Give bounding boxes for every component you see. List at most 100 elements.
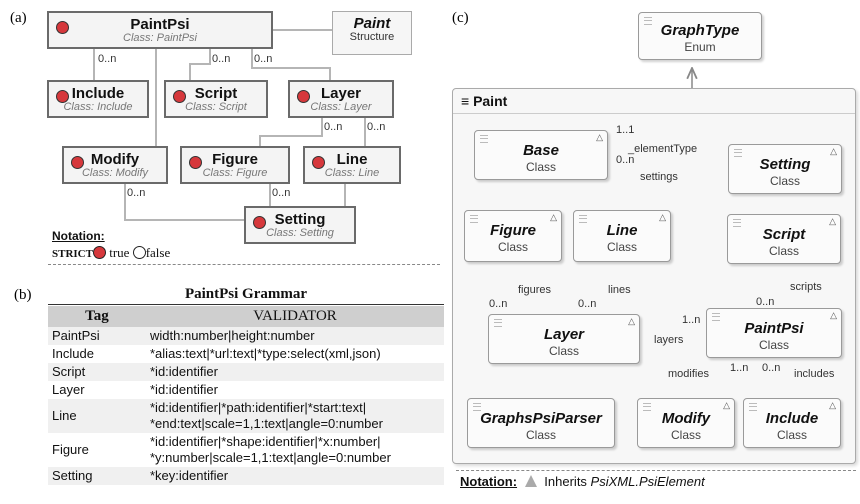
- node-title: GraphsPsiParser: [480, 410, 602, 427]
- col-header-tag: Tag: [48, 306, 146, 327]
- notation-title: Notation:: [52, 229, 105, 243]
- validator-cell: *id:identifier: [150, 382, 218, 397]
- table-row: Script*id:identifier: [48, 363, 444, 381]
- mult-label: 0..n: [578, 298, 597, 310]
- inherits-icon: △: [596, 132, 603, 142]
- node-title: Include: [765, 410, 819, 427]
- node-title: Layer: [543, 326, 585, 343]
- tag-cell: Script: [48, 363, 146, 381]
- node-title: GraphType: [660, 22, 740, 39]
- validator-cell: width:number|height:number: [146, 327, 444, 345]
- edge-label-modifies: modifies: [668, 368, 709, 380]
- strict-dot-icon: [71, 156, 84, 169]
- node-c-modify: △ Modify Class: [637, 398, 735, 448]
- edge-label-layers: layers: [654, 334, 684, 346]
- mult-label: 0..n: [127, 187, 146, 199]
- inherits-icon: △: [550, 212, 557, 222]
- tag-cell: Line: [48, 399, 146, 433]
- mult-label: 0..n: [616, 154, 635, 166]
- inherits-triangle-icon: [524, 475, 537, 487]
- table-row: Figure*id:identifier|*shape:identifier|*…: [48, 433, 444, 467]
- validator-cell: *alias:text|*url:text|*type:select(xml,j…: [150, 346, 381, 361]
- node-subtitle: Class: Figure: [202, 167, 268, 179]
- node-title: Setting: [759, 156, 811, 173]
- edge-label-elementtype: _elementType: [628, 143, 698, 155]
- inherits-icon: △: [723, 400, 730, 410]
- node-subtitle: Class: [525, 428, 556, 442]
- edge-label-figures: figures: [518, 284, 552, 296]
- diagram-a-connectors: [93, 29, 366, 221]
- grammar-rule: [48, 304, 444, 305]
- table-row: Layer *id:identifier: [48, 381, 444, 399]
- node-c-graphtype: GraphType Enum: [638, 12, 762, 60]
- edge-label-includes: includes: [794, 368, 835, 380]
- node-a-paintpsi: PaintPsi Class: PaintPsi: [47, 11, 273, 49]
- node-subtitle: Enum: [684, 40, 716, 54]
- node-subtitle: Class: [497, 240, 528, 254]
- table-row: Setting*key:identifier: [48, 467, 444, 485]
- strict-dot-icon: [56, 21, 69, 34]
- mult-label: 1..n: [730, 362, 749, 374]
- container-title: ≡ Paint: [461, 93, 508, 109]
- node-subtitle: Class: Include: [63, 101, 133, 113]
- notation-a: Notation: STRICT true false: [52, 229, 170, 261]
- strict-label: STRICT: [52, 248, 93, 260]
- empty-circle-icon: [132, 246, 146, 259]
- node-a-modify: Modify Class: Modify: [62, 146, 168, 184]
- node-subtitle: Class: [769, 174, 800, 188]
- mult-label: 1..n: [682, 314, 701, 326]
- menu-icon: [733, 219, 741, 227]
- table-row: Line*id:identifier|*path:identifier|*sta…: [48, 399, 444, 433]
- mult-label: 1..1: [616, 124, 635, 136]
- node-subtitle: Class: Setting: [266, 227, 334, 239]
- node-subtitle: Class: Layer: [310, 101, 372, 113]
- node-a-script: Script Class: Script: [164, 80, 268, 118]
- node-subtitle: Class: [548, 344, 579, 358]
- node-a-layer: Layer Class: Layer: [288, 80, 394, 118]
- grammar-title: PaintPsi Grammar: [184, 286, 308, 302]
- node-subtitle: Class: PaintPsi: [123, 32, 197, 44]
- node-title: Line: [606, 222, 638, 239]
- node-title: Paint: [353, 15, 391, 32]
- validator-cell: *key:identifier: [146, 467, 444, 485]
- edge-label-lines: lines: [608, 284, 631, 296]
- node-title: Setting: [274, 211, 326, 228]
- divider: [456, 470, 856, 471]
- inherits-icon: △: [659, 212, 666, 222]
- menu-icon: [712, 313, 720, 321]
- validator-cell: *id:identifier: [146, 363, 444, 381]
- col-header-validator: VALIDATOR: [146, 306, 444, 327]
- edge-label-scripts: scripts: [790, 281, 822, 293]
- validator-cell: *id:identifier|*path:identifier|*start:t…: [146, 399, 444, 433]
- strict-dot-icon: [173, 90, 186, 103]
- node-title: Modify: [90, 151, 140, 168]
- mult-label: 0..n: [272, 187, 291, 199]
- mult-label: 0..n: [212, 53, 231, 65]
- tag-cell: PaintPsi: [48, 327, 146, 345]
- tag-cell: Include: [52, 346, 94, 361]
- node-title: PaintPsi: [130, 16, 190, 33]
- mult-label: 0..n: [324, 121, 343, 133]
- menu-icon: [749, 403, 757, 411]
- panel-a-label: (a): [10, 10, 27, 26]
- mult-label: 0..n: [489, 298, 508, 310]
- menu-icon: [643, 403, 651, 411]
- inherits-icon: △: [628, 316, 635, 326]
- tag-cell: Layer: [52, 382, 85, 397]
- container-divider: [453, 113, 855, 114]
- node-title: Line: [336, 151, 368, 168]
- strict-dot-icon: [312, 156, 325, 169]
- node-a-include: Include Class: Include: [47, 80, 149, 118]
- node-c-layer: △ Layer Class: [488, 314, 640, 364]
- filled-circle-icon: [92, 246, 106, 259]
- node-title: Include: [71, 85, 125, 102]
- validator-cell: *id:identifier|*shape:identifier|*x:numb…: [150, 434, 391, 465]
- node-c-parser: GraphsPsiParser Class: [467, 398, 615, 448]
- menu-icon: [579, 215, 587, 223]
- node-subtitle: Class: Script: [185, 101, 247, 113]
- node-subtitle: Class: [758, 338, 789, 352]
- divider: [48, 264, 440, 265]
- mult-label: 0..n: [367, 121, 386, 133]
- tag-cell: Setting: [48, 467, 146, 485]
- strict-dot-icon: [56, 90, 69, 103]
